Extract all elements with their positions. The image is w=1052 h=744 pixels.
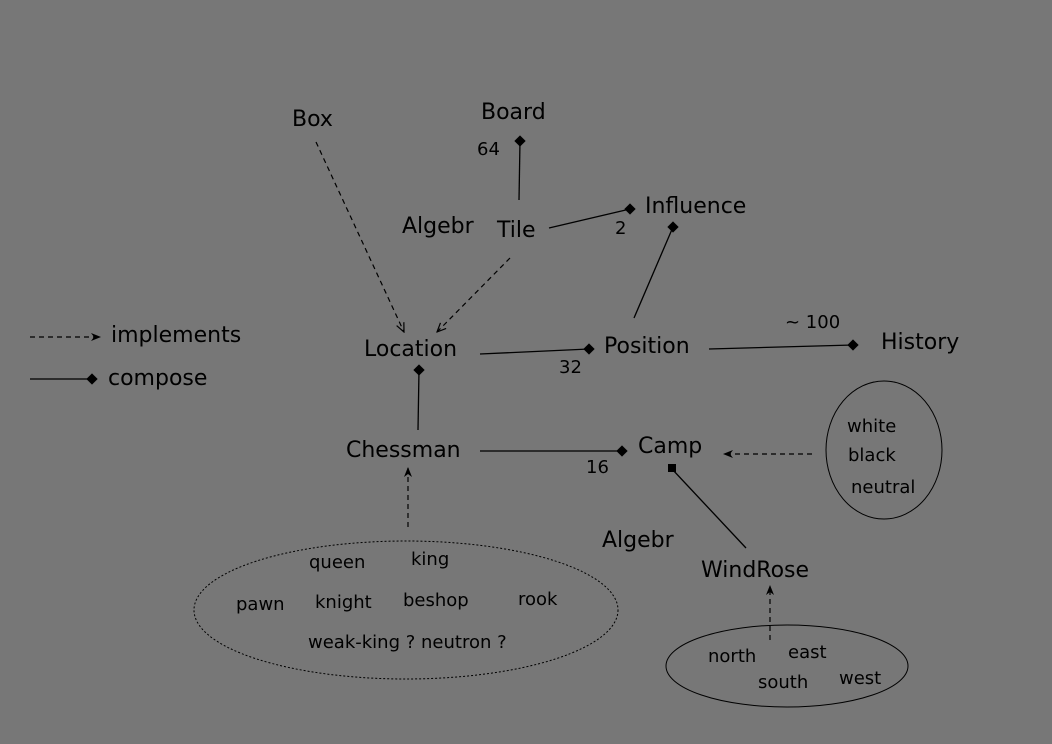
direction-west: west bbox=[839, 668, 882, 689]
piece-extra: weak-king ? neutron ? bbox=[308, 632, 507, 653]
multiplicity-board: 64 bbox=[477, 139, 500, 160]
pieces-ellipse bbox=[193, 540, 619, 680]
diamond-influence-left bbox=[624, 203, 636, 215]
node-location: Location bbox=[364, 337, 458, 362]
piece-pawn: pawn bbox=[236, 594, 285, 615]
node-windrose: WindRose bbox=[701, 558, 810, 583]
node-tile: Tile bbox=[497, 218, 536, 243]
edge-box-location bbox=[315, 141, 404, 332]
diamond-position bbox=[583, 343, 595, 355]
edge-tile-board bbox=[518, 140, 521, 201]
diamond-camp bbox=[616, 445, 628, 457]
multiplicity-position: 32 bbox=[559, 357, 582, 378]
node-camp: Camp bbox=[638, 434, 703, 459]
edge-chessman-location bbox=[417, 369, 420, 431]
diamond-board bbox=[514, 135, 526, 147]
direction-south: south bbox=[758, 672, 809, 693]
legend-compose: compose bbox=[108, 366, 208, 391]
direction-north: north bbox=[708, 646, 757, 667]
node-chessman: Chessman bbox=[346, 438, 461, 463]
legend-implements: implements bbox=[111, 323, 242, 348]
diamond-influence-bottom bbox=[667, 221, 679, 233]
multiplicity-influence: 2 bbox=[615, 218, 627, 239]
edge-position-history bbox=[708, 344, 854, 350]
directions-ellipse bbox=[665, 624, 909, 708]
piece-queen: queen bbox=[309, 552, 366, 573]
edge-tile-influence bbox=[548, 208, 631, 229]
node-position: Position bbox=[604, 334, 690, 359]
node-history: History bbox=[881, 330, 960, 355]
multiplicity-camp: 16 bbox=[586, 457, 609, 478]
legend-compose-diamond bbox=[86, 373, 98, 385]
piece-knight: knight bbox=[315, 592, 372, 613]
camp-neutral: neutral bbox=[851, 477, 916, 498]
node-box: Box bbox=[292, 107, 333, 132]
edge-location-position bbox=[479, 348, 590, 355]
node-board: Board bbox=[481, 100, 546, 125]
piece-beshop: beshop bbox=[403, 590, 469, 611]
camp-white: white bbox=[847, 416, 897, 437]
camps-ellipse bbox=[825, 380, 943, 520]
node-influence: Influence bbox=[645, 194, 747, 219]
square-camp bbox=[668, 464, 676, 472]
multiplicity-history: ~ 100 bbox=[785, 312, 841, 333]
camp-black: black bbox=[848, 445, 896, 466]
edge-windrose-camp bbox=[671, 468, 747, 549]
diamond-history bbox=[847, 339, 859, 351]
edge-tile-location bbox=[437, 257, 511, 332]
label-algebr-bottom: Algebr bbox=[602, 528, 674, 553]
edge-position-influence bbox=[633, 226, 674, 319]
diamond-location bbox=[413, 364, 425, 376]
piece-rook: rook bbox=[518, 589, 558, 610]
piece-king: king bbox=[411, 549, 450, 570]
label-algebr-top: Algebr bbox=[402, 214, 474, 239]
direction-east: east bbox=[788, 642, 827, 663]
